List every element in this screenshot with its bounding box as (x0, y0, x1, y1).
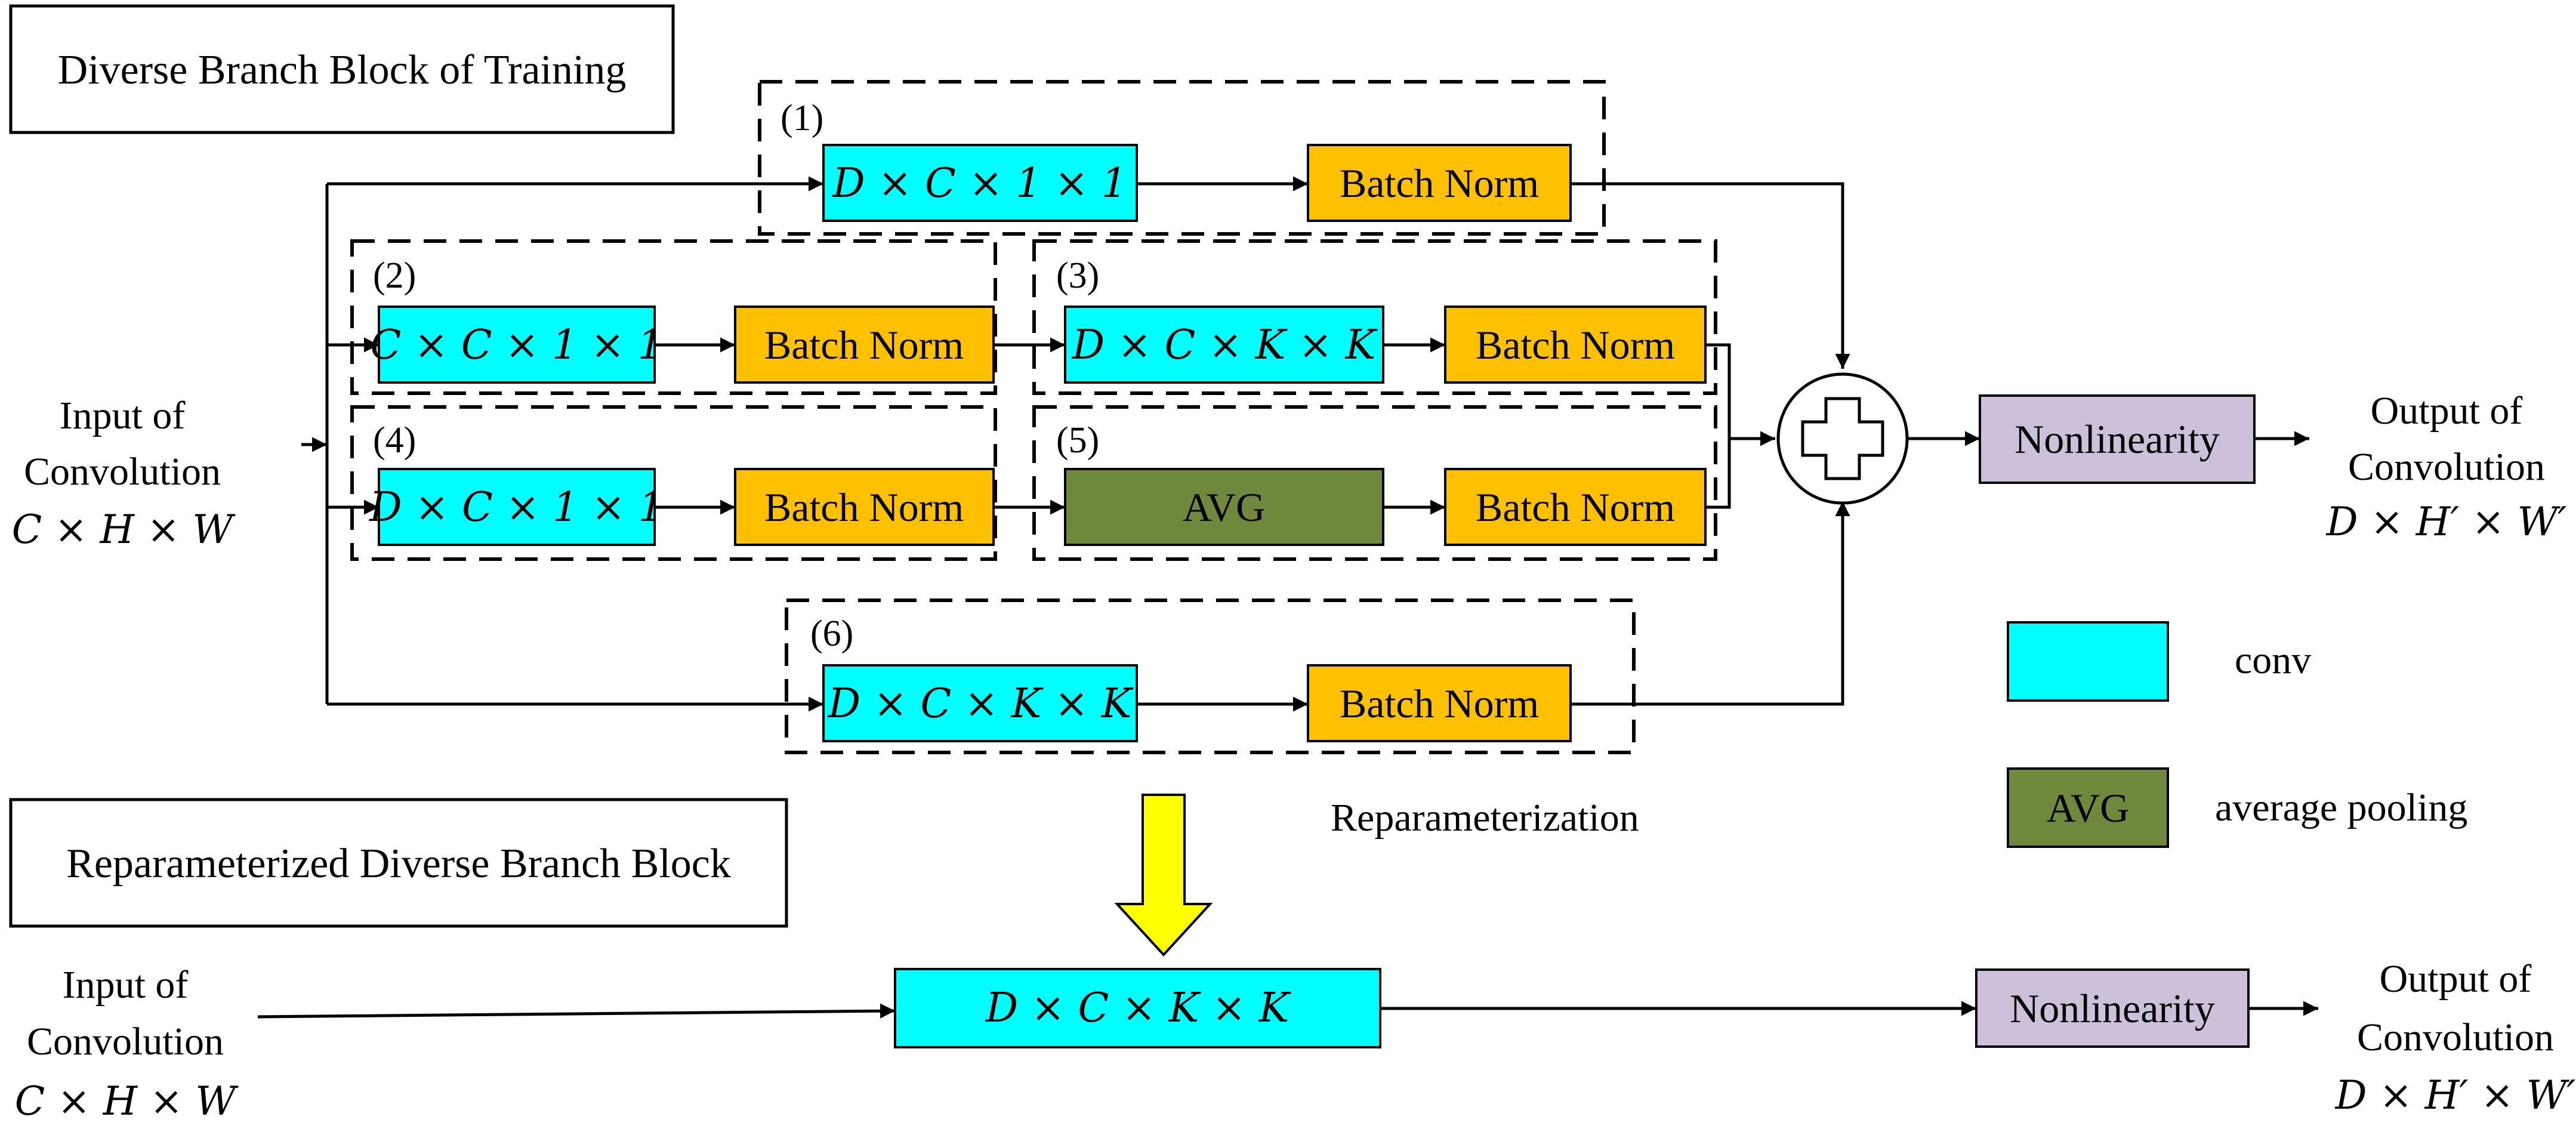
branch-1-tag: (1) (780, 98, 823, 138)
branch-1-out (1571, 182, 1850, 369)
branch-2-conv-label: C × C × 1 × 1 (370, 322, 663, 369)
bottom-input-arrow (257, 1003, 896, 1019)
bottom-nonlinearity-block (1975, 968, 2250, 1048)
branch-3-conv-block (1064, 306, 1384, 384)
bottom-output-dims: D × H′ × W′ (2335, 1072, 2576, 1118)
bottom-input-label-line2: Convolution (27, 1020, 224, 1063)
branch-4-conv-label: D × C × 1 × 1 (368, 484, 664, 531)
branch-3-out (1705, 343, 1731, 439)
legend-avg-label: average pooling (2215, 786, 2467, 829)
branch-1-bn-block (1307, 144, 1572, 222)
bottom-input-dims: C × H × W (15, 1078, 239, 1124)
bottom-input-label-line1: Input of (63, 963, 189, 1007)
nonlinearity-label: Nonlinearity (2014, 417, 2220, 462)
legend-avg-swatch (2007, 767, 2169, 848)
branch-2-tag: (2) (373, 255, 416, 296)
branch-4-conv-block (378, 468, 656, 546)
branch-3-tag: (3) (1056, 255, 1099, 296)
branch-4-bn-block (734, 468, 995, 546)
branch-2-group (350, 239, 997, 395)
branch-2-conv-block (378, 306, 656, 384)
branch-2-bn-block (734, 306, 995, 384)
branch-5-avg-label: AVG (1183, 485, 1266, 530)
branch-1-bn-label: Batch Norm (1340, 161, 1539, 206)
output-label-line2: Convolution (2348, 445, 2545, 489)
branch-5-group (1032, 405, 1717, 561)
branch-5-avg-block (1064, 468, 1384, 546)
legend-conv-label: conv (2235, 638, 2311, 682)
branch-6-conv-label: D × C × K × K (827, 680, 1134, 727)
branch-5-bn-block (1444, 468, 1707, 546)
bottom-output-label-line2: Convolution (2357, 1016, 2554, 1059)
training-title-box (9, 4, 675, 134)
branch-5-out (1705, 439, 1731, 509)
branch-1-conv-label: D × C × 1 × 1 (831, 160, 1127, 207)
legend-conv-swatch (2007, 621, 2169, 702)
branch-6-conv-block (822, 664, 1138, 742)
branch-3-bn-label: Batch Norm (1476, 322, 1675, 368)
sum-node (1776, 372, 1909, 505)
output-label-line1: Output of (2371, 389, 2523, 433)
branch-5-bn-label: Batch Norm (1476, 485, 1675, 530)
branch-6-tag: (6) (810, 613, 853, 654)
reparameterization-label: Reparameterization (1331, 796, 1639, 840)
branch-3-group (1032, 239, 1717, 395)
training-title: Diverse Branch Block of Training (58, 47, 627, 93)
branch-6-out (1571, 501, 1850, 706)
plus-icon (1801, 397, 1884, 480)
branch-6-bn-label: Batch Norm (1340, 681, 1539, 726)
input-label-line1: Input of (60, 394, 186, 437)
branch-1-conv-block (822, 144, 1138, 222)
branch-2-bn-label: Batch Norm (764, 322, 964, 368)
input-dims: C × H × W (12, 507, 236, 553)
legend-avg-box-label: AVG (2047, 785, 2130, 831)
bottom-conv-block (894, 968, 1381, 1048)
nonlinearity-block (1979, 394, 2256, 484)
branch-5-tag: (5) (1056, 420, 1099, 461)
branch-6-bn-block (1307, 664, 1572, 742)
branch-4-group (350, 405, 997, 561)
reparam-title: Reparameterized Diverse Branch Block (66, 841, 731, 887)
reparameterization-arrow-icon (1114, 794, 1213, 957)
branch-3-conv-label: D × C × K × K (1071, 322, 1378, 369)
branch-4-bn-label: Batch Norm (764, 485, 964, 530)
bottom-nonlinearity-label: Nonlinearity (2010, 986, 2215, 1031)
bottom-output-label-line1: Output of (2380, 957, 2532, 1001)
reparam-title-box (9, 798, 788, 928)
branch-4-tag: (4) (373, 420, 416, 461)
bottom-conv-label: D × C × K × K (985, 985, 1292, 1032)
output-dims: D × H′ × W′ (2326, 499, 2567, 545)
input-label-line2: Convolution (24, 450, 221, 493)
branch-1-group (758, 80, 1606, 236)
branch-3-bn-block (1444, 306, 1707, 384)
